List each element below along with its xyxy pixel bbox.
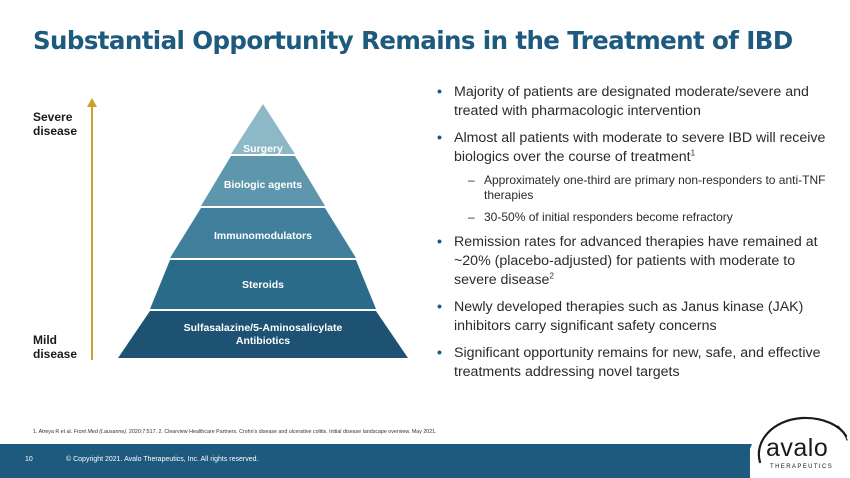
- avalo-logo: avalo THERAPEUTICS: [752, 412, 848, 476]
- severity-arrow-icon: [87, 98, 97, 360]
- pyramid-label-biologics: Biologic agents: [224, 179, 302, 191]
- copyright-text: © Copyright 2021. Avalo Therapeutics, In…: [66, 456, 259, 463]
- bullet-item: • Remission rates for advanced therapies…: [437, 233, 827, 290]
- bullet-dot-icon: •: [437, 345, 442, 361]
- bullet-list: • Majority of patients are designated mo…: [437, 83, 827, 390]
- footer-bar: [0, 444, 750, 478]
- footer-bar-edge: [738, 444, 752, 478]
- bullet-item: • Significant opportunity remains for ne…: [437, 344, 827, 382]
- severe-disease-label: Severe disease: [33, 110, 77, 138]
- bullet-item: • Majority of patients are designated mo…: [437, 83, 827, 121]
- treatment-pyramid: Surgery Biologic agents Immunomodulators…: [118, 104, 408, 358]
- sub-bullet-list: – Approximately one-third are primary no…: [437, 173, 827, 225]
- pyramid-label-antibiotics: Antibiotics: [236, 335, 290, 347]
- footnote-ref: 2: [549, 271, 554, 281]
- page-number: 10: [25, 456, 33, 463]
- bullet-text: Newly developed therapies such as Janus …: [454, 299, 804, 334]
- bullet-dot-icon: •: [437, 234, 442, 250]
- pyramid-tier-steroids: [150, 260, 376, 309]
- pyramid-tier-surgery: [231, 104, 295, 154]
- bullet-dot-icon: •: [437, 130, 442, 146]
- mild-label-line1: Mild: [33, 333, 57, 347]
- footnote-ref: 1: [690, 148, 696, 158]
- sub-bullet-text: Approximately one-third are primary non-…: [484, 173, 826, 202]
- pyramid-label-surgery: Surgery: [243, 143, 283, 155]
- pyramid-tier-immunomodulators: [170, 208, 356, 258]
- bullet-text: Majority of patients are designated mode…: [454, 84, 809, 119]
- sub-bullet-item: – 30-50% of initial responders become re…: [454, 210, 827, 225]
- bullet-dot-icon: •: [437, 84, 442, 100]
- mild-label-line2: disease: [33, 347, 78, 361]
- logo-tagline: THERAPEUTICS: [770, 464, 834, 470]
- logo-swoosh-icon: [757, 416, 848, 464]
- sub-bullet-text: 30-50% of initial responders become refr…: [484, 210, 733, 224]
- bullet-text: Significant opportunity remains for new,…: [454, 345, 821, 380]
- sub-bullet-item: – Approximately one-third are primary no…: [454, 173, 827, 203]
- bullet-item: • Newly developed therapies such as Janu…: [437, 298, 827, 336]
- logo-wordmark: avalo: [766, 434, 829, 462]
- pyramid-label-steroids: Steroids: [242, 279, 284, 291]
- slide-title: Substantial Opportunity Remains in the T…: [33, 26, 793, 55]
- bullet-text: Remission rates for advanced therapies h…: [454, 234, 818, 288]
- footer: 10 © Copyright 2021. Avalo Therapeutics,…: [0, 444, 850, 478]
- mild-disease-label: Mild disease: [33, 333, 77, 361]
- pyramid-tier-biologics: [201, 156, 325, 206]
- dash-icon: –: [468, 210, 475, 224]
- pyramid-tier-sulfasalazine: [118, 311, 408, 358]
- severe-label-line2: disease: [33, 124, 78, 138]
- bullet-text: Almost all patients with moderate to sev…: [454, 130, 826, 165]
- dash-icon: –: [468, 173, 475, 187]
- severe-label-line1: Severe: [33, 110, 73, 124]
- bullet-item: • Almost all patients with moderate to s…: [437, 129, 827, 167]
- bullet-dot-icon: •: [437, 299, 442, 315]
- pyramid-label-immunomodulators: Immunomodulators: [214, 230, 312, 242]
- footnote-post: 2020;7:517. 2. Clearview Healthcare Part…: [127, 429, 437, 435]
- footnote-pre: 1. Atreya R et al.: [33, 429, 74, 435]
- references-footnote: 1. Atreya R et al. Front Med (Lausanne).…: [33, 429, 437, 435]
- pyramid-label-sulfasalazine: Sulfasalazine/5-Aminosalicylate: [184, 322, 343, 334]
- footnote-journal: Front Med (Lausanne).: [73, 429, 128, 435]
